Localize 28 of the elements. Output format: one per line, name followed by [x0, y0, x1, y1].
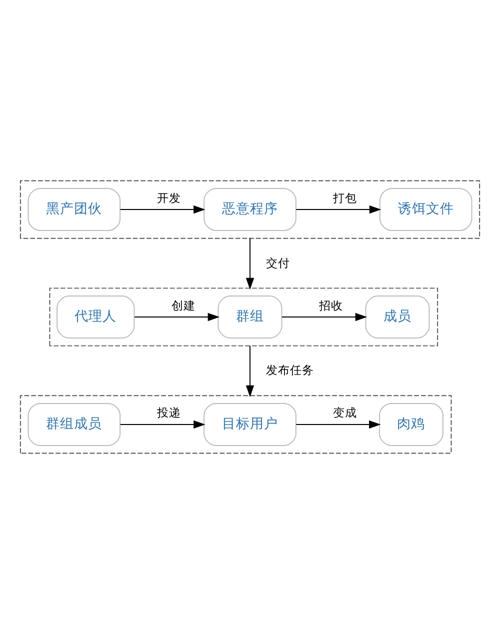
- node-box: 目标用户: [204, 402, 296, 446]
- node-box: 代理人: [56, 296, 135, 338]
- edge-label: 创建: [171, 298, 196, 312]
- node-box: 诱饵文件: [379, 188, 472, 232]
- arrow: [120, 205, 206, 214]
- edge-label: 投递: [157, 406, 182, 420]
- edge-label: 交付: [266, 256, 290, 270]
- node-box: 群组成员: [28, 402, 121, 446]
- cluster: [20, 180, 480, 239]
- arrow: [282, 312, 368, 322]
- edge-label: 开发: [157, 190, 182, 205]
- arrow: [246, 238, 254, 290]
- node-box: 恶意程序: [204, 188, 296, 232]
- edge-label: 变成: [332, 406, 357, 420]
- arrow: [120, 420, 206, 429]
- edge-label: 发布任务: [266, 363, 314, 378]
- node-box: 黑产团伙: [28, 188, 121, 232]
- edge-label: 招收: [318, 298, 343, 312]
- node-box: 肉鸡: [378, 402, 444, 446]
- edge-label: 打包: [333, 190, 358, 205]
- arrow: [134, 312, 220, 322]
- arrow: [296, 420, 381, 429]
- cluster: [20, 395, 452, 454]
- node-box: 群组: [218, 296, 282, 338]
- arrow: [246, 345, 254, 398]
- node-box: 成员: [365, 296, 430, 338]
- cluster: [49, 288, 438, 346]
- arrow: [296, 205, 382, 214]
